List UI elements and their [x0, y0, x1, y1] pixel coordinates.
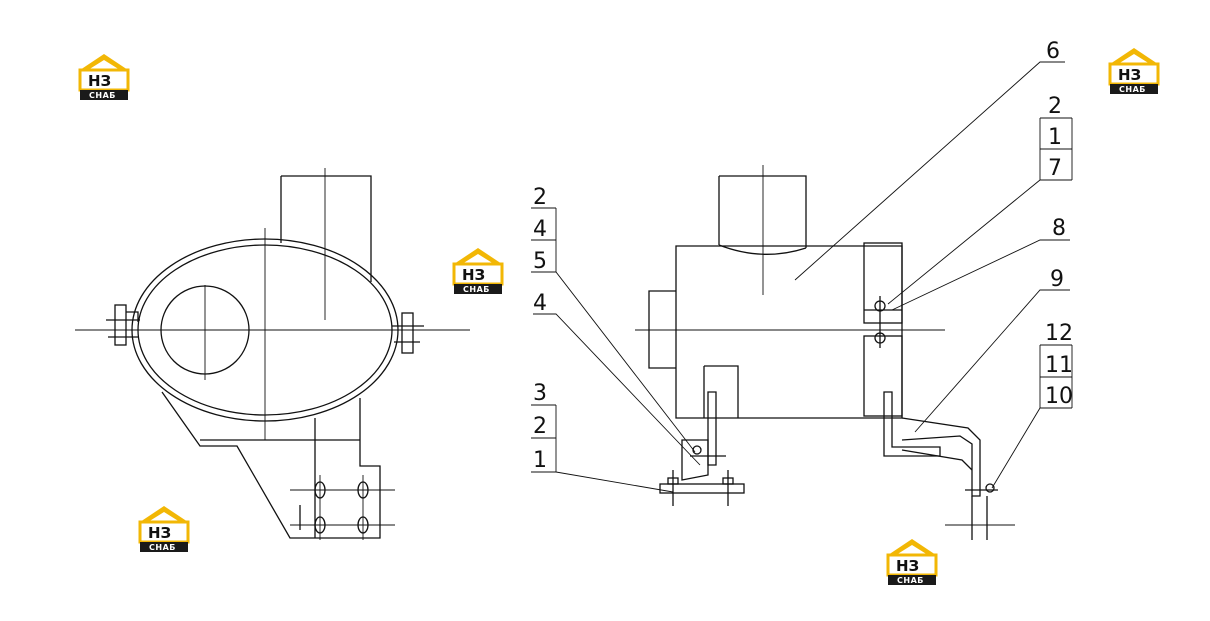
- watermark-logo: НЗ СНАБ: [78, 52, 130, 102]
- outlet-port: [160, 285, 250, 375]
- intake-pipe: [719, 175, 807, 248]
- logo-monogram: НЗ: [462, 266, 485, 284]
- bottom-strap-left: [704, 365, 739, 418]
- leader-lines: [533, 61, 1070, 493]
- logo-monogram: НЗ: [88, 72, 111, 90]
- callout-4: 4: [533, 291, 547, 316]
- callout-5: 5: [533, 249, 547, 274]
- callout-3: 3: [533, 381, 547, 406]
- callout-2: 2: [533, 185, 547, 210]
- logo-monogram: НЗ: [148, 524, 171, 542]
- callout-7: 7: [1048, 156, 1062, 181]
- left-mount-bracket: [659, 391, 745, 506]
- mounting-holes: [290, 475, 395, 540]
- callout-2: 2: [1048, 94, 1062, 119]
- callout-1: 1: [533, 448, 547, 473]
- logo-roof: [80, 54, 128, 70]
- right-mount-bracket: [883, 391, 1015, 540]
- watermark-logo: НЗ СНАБ: [886, 537, 938, 587]
- lower-support: [161, 391, 381, 539]
- callout-9: 9: [1050, 267, 1064, 292]
- callout-8: 8: [1052, 216, 1066, 241]
- left-clamp-bolt: [106, 304, 140, 346]
- callout-boxes-left: [531, 207, 557, 473]
- callout-boxes-right: [1039, 61, 1073, 409]
- watermark-logo: НЗ СНАБ: [452, 246, 504, 296]
- outlet-stub: [648, 290, 676, 369]
- logo-word: СНАБ: [1119, 85, 1146, 94]
- logo-word: СНАБ: [463, 285, 490, 294]
- left-view-air-filter: [75, 168, 470, 540]
- logo-word: СНАБ: [149, 543, 176, 552]
- intake-pipe: [281, 175, 372, 282]
- watermark-logo: НЗ СНАБ: [138, 504, 190, 554]
- logo-word: СНАБ: [897, 576, 924, 585]
- callout-2: 2: [533, 414, 547, 439]
- watermark-logo: НЗ СНАБ: [1108, 46, 1160, 96]
- callout-12: 12: [1045, 321, 1073, 346]
- right-clamp-bolt: [392, 312, 424, 354]
- callout-11: 11: [1045, 353, 1073, 378]
- housing-shell: [131, 238, 399, 422]
- callout-4: 4: [533, 217, 547, 242]
- callout-10: 10: [1045, 384, 1073, 409]
- clamp-band: [137, 244, 393, 416]
- logo-monogram: НЗ: [1118, 66, 1141, 84]
- callout-6: 6: [1046, 39, 1060, 64]
- right-view-air-filter: 6 2 1 7 8 9 12 11 10 2 4 5 4 3 2 1: [531, 39, 1073, 540]
- right-clamp-strap: [863, 242, 903, 417]
- logo-monogram: НЗ: [896, 557, 919, 575]
- logo-word: СНАБ: [89, 91, 116, 100]
- callout-1: 1: [1048, 125, 1062, 150]
